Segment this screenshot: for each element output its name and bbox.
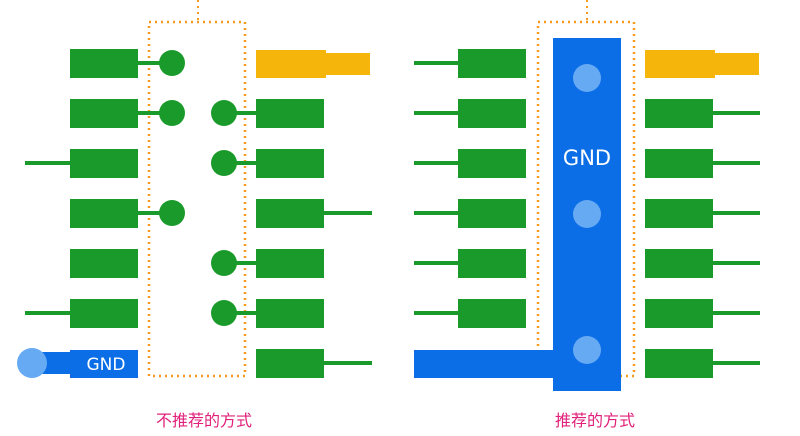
left-diagram: GND 不推荐的方式 <box>17 0 372 430</box>
right-pad-l2 <box>458 99 526 128</box>
right-pad-r6 <box>645 299 713 328</box>
right-pad-r5 <box>645 249 713 278</box>
left-pad-l3 <box>70 149 138 178</box>
right-gnd-trace <box>414 350 553 378</box>
right-pad-r3 <box>645 149 713 178</box>
left-pad-l5 <box>70 249 138 278</box>
left-component-outline <box>147 20 247 378</box>
left-via-6 <box>211 250 237 276</box>
left-gnd-label: GND <box>87 355 126 375</box>
left-caption: 不推荐的方式 <box>156 411 252 430</box>
right-pad-r7 <box>645 349 713 378</box>
right-gnd-via-3 <box>573 336 601 364</box>
left-pad-r5 <box>256 249 324 278</box>
left-pad-r4 <box>256 199 324 228</box>
right-gnd-via-1 <box>573 64 601 92</box>
left-pad-l1 <box>70 49 138 78</box>
left-via-1 <box>159 50 185 76</box>
right-diagram: GND 推荐的方式 <box>414 0 760 430</box>
left-gnd-via <box>17 348 47 378</box>
left-pad-r6 <box>256 299 324 328</box>
right-trace-r1-orange <box>715 53 759 75</box>
left-trace-r1-orange <box>326 53 370 75</box>
left-pad-r7 <box>256 349 324 378</box>
left-via-3 <box>159 200 185 226</box>
left-via-5 <box>211 150 237 176</box>
right-gnd-via-2 <box>573 200 601 228</box>
left-pad-l4 <box>70 199 138 228</box>
right-pad-l1 <box>458 49 526 78</box>
right-pad-r4 <box>645 199 713 228</box>
left-pad-r3 <box>256 149 324 178</box>
right-caption: 推荐的方式 <box>555 411 635 430</box>
right-pad-l3 <box>458 149 526 178</box>
right-gnd-label: GND <box>563 146 611 170</box>
right-pad-l6 <box>458 299 526 328</box>
right-pad-r1-orange <box>645 50 715 78</box>
left-pad-l6 <box>70 299 138 328</box>
left-pad-l2 <box>70 99 138 128</box>
left-gnd-pad <box>70 350 138 378</box>
right-pad-r2 <box>645 99 713 128</box>
left-pad-r1-orange <box>256 50 326 78</box>
right-pad-l4 <box>458 199 526 228</box>
left-via-7 <box>211 300 237 326</box>
left-via-2 <box>159 100 185 126</box>
left-via-4 <box>211 100 237 126</box>
left-pad-r2 <box>256 99 324 128</box>
right-pad-l5 <box>458 249 526 278</box>
